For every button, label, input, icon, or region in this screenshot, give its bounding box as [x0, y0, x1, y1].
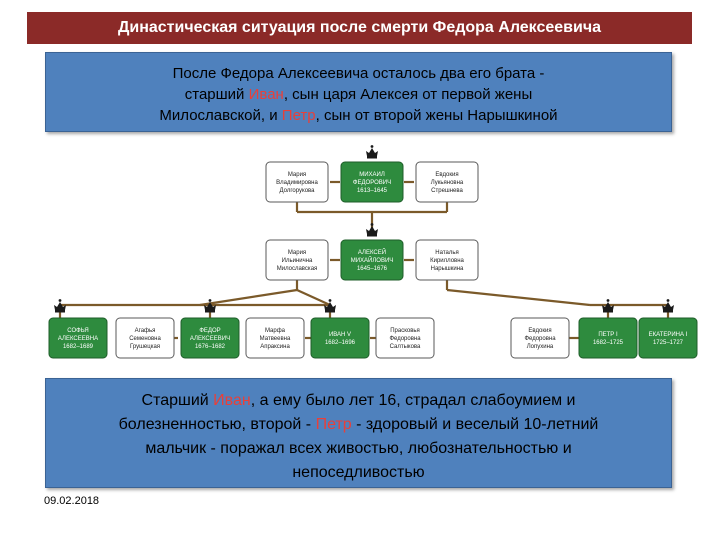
box-text: 1676–1682 [195, 344, 226, 350]
tree-line [296, 288, 331, 307]
box-text: АЛЕКСЕЙ [358, 248, 386, 256]
box-text: 1725–1727 [653, 340, 684, 346]
box-text: Федоровна [389, 336, 421, 342]
box-text: Агафья [135, 328, 156, 334]
box-text: Владимировна [276, 180, 318, 186]
box-text: 1682–1689 [63, 344, 94, 350]
intro-text-panel: После Федора Алексеевича осталось два ег… [45, 52, 672, 132]
box-text: Мария [288, 250, 306, 256]
box-text: Евдокия [435, 172, 458, 178]
petr-highlight-2: Петр [315, 416, 352, 433]
box-text: 1645–1676 [357, 266, 388, 272]
box-text: 1682–1696 [325, 340, 356, 346]
box-text: Нарышкина [431, 266, 464, 272]
box-text: Салтыкова [390, 344, 421, 350]
ruler-box: МИХАИЛ ФЕДОРОВИЧ 1613–1645 [340, 161, 404, 203]
ivan-highlight-2: Иван [213, 392, 251, 409]
box-text: Апраксина [260, 344, 290, 350]
box-text: ПЕТР I [598, 332, 618, 338]
box-text: Грушецкая [130, 344, 160, 350]
box-text: ЕКАТЕРИНА I [649, 332, 688, 338]
box-text: Наталья [435, 250, 458, 256]
box-text: Матвеевна [260, 336, 291, 342]
tree-line [199, 288, 298, 307]
slide-date: 09.02.2018 [44, 495, 100, 507]
box-text: ФЕДОРОВИЧ [353, 180, 391, 186]
intro-line-2: старший Иван, сын царя Алексея от первой… [184, 86, 533, 103]
ruler-box: ПЕТР I 1682–1725 [578, 317, 638, 359]
box-text: Евдокия [528, 328, 551, 334]
desc-line-1: Старший Иван, а ему было лет 16, страдал… [141, 392, 576, 409]
box-text: Лукьяновна [431, 180, 464, 186]
crown-icon [366, 223, 378, 237]
box-text: Семеновна [129, 336, 161, 342]
box-text: ИВАН V [329, 332, 351, 338]
box-text: Федоровна [524, 336, 556, 342]
box-text: МИХАИЛ [359, 172, 385, 178]
ruler-box: СОФЬЯ АЛЕКСЕЕВНА 1682–1689 [48, 317, 108, 359]
description-text-panel: Старший Иван, а ему было лет 16, страдал… [45, 378, 672, 488]
tree-line [446, 288, 591, 307]
box-text: Стрешнева [431, 188, 463, 194]
box-text: Лопухина [527, 344, 554, 350]
box-text: 1682–1725 [593, 340, 624, 346]
box-text: Кирилловна [430, 258, 464, 264]
box-text: ФЕДОР [199, 328, 220, 334]
petr-highlight: Петр [281, 107, 316, 124]
intro-line-1: После Федора Алексеевича осталось два ег… [172, 65, 545, 82]
box-text: Марфа [265, 328, 286, 334]
intro-line-3: Милославской, и Петр, сын от второй жены… [159, 107, 558, 124]
ruler-box: ЕКАТЕРИНА I 1725–1727 [638, 317, 698, 359]
ruler-box: ФЕДОР АЛЕКСЕЕВИЧ 1676–1682 [180, 317, 240, 359]
box-text: 1613–1645 [357, 188, 388, 194]
box-text: Мария [288, 172, 306, 178]
box-text: Долгорукова [280, 188, 316, 194]
desc-line-4: непоседливостью [292, 464, 425, 481]
ruler-box: ИВАН V 1682–1696 [310, 317, 370, 359]
box-text: СОФЬЯ [67, 328, 88, 334]
box-text: АЛЕКСЕЕВНА [58, 336, 98, 342]
ivan-highlight: Иван [248, 86, 284, 103]
slide-title: Династическая ситуация после смерти Федо… [27, 12, 692, 44]
desc-line-3: мальчик - поражал всех живостью, любозна… [145, 440, 572, 457]
crown-icon [366, 145, 378, 159]
box-text: АЛЕКСЕЕВИЧ [190, 336, 230, 342]
box-text: Ильинична [282, 258, 313, 264]
box-text: Милославская [277, 266, 318, 272]
desc-line-2: болезненностью, второй - Петр - здоровый… [118, 416, 599, 433]
box-text: Прасковья [390, 328, 420, 334]
box-text: МИХАЙЛОВИЧ [351, 256, 394, 264]
